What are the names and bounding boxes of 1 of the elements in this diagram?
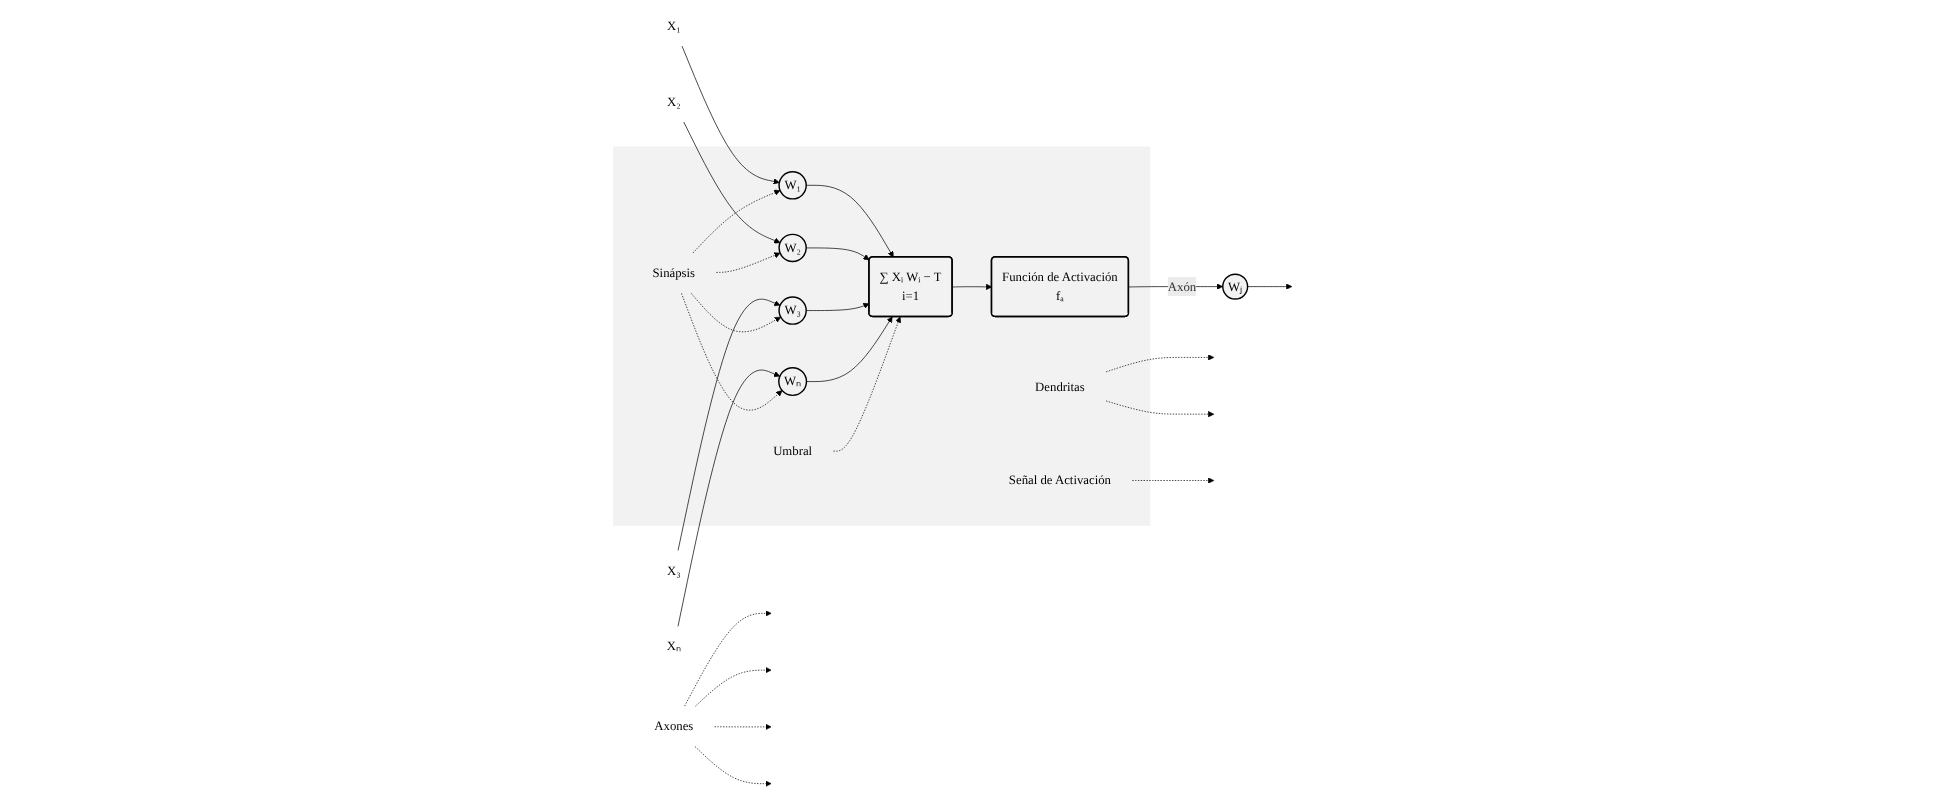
neuron-panel (613, 146, 1151, 526)
